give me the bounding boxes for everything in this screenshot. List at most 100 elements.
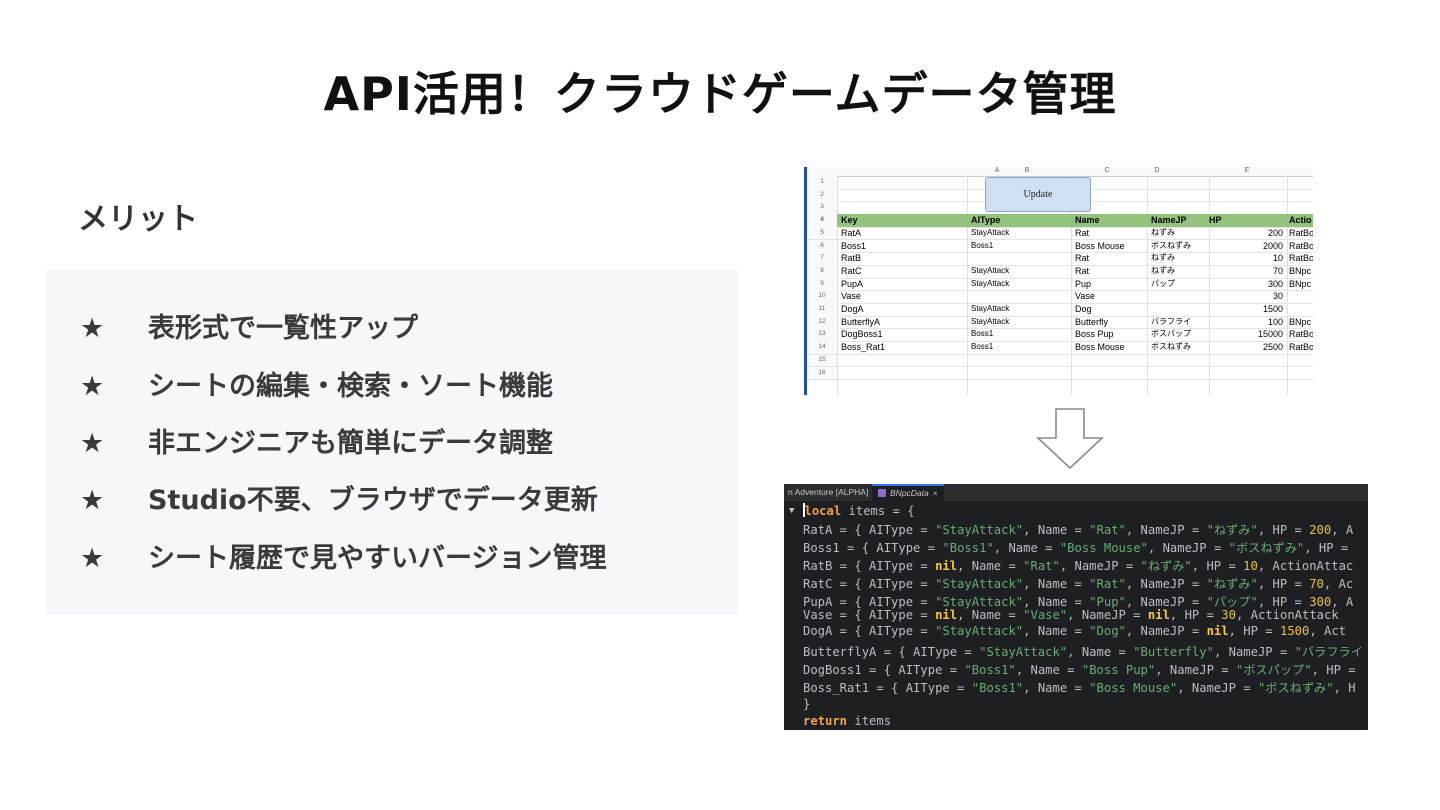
benefit-item: ★表形式で一覧性アップ: [80, 306, 418, 345]
column-header-cell[interactable]: Actio: [1289, 215, 1312, 226]
table-cell[interactable]: Vase: [1075, 291, 1095, 302]
fold-icon[interactable]: ▼: [789, 506, 795, 516]
table-cell[interactable]: DogBoss1: [841, 329, 883, 340]
table-cell[interactable]: BNpc: [1289, 316, 1312, 327]
table-cell[interactable]: ねずみ: [1151, 265, 1175, 275]
slide-title: API活用！クラウドゲームデータ管理: [323, 67, 1117, 121]
table-cell[interactable]: Boss1: [971, 329, 994, 339]
table-cell[interactable]: ボスパップ: [1151, 329, 1191, 339]
table-cell[interactable]: DogA: [841, 304, 864, 314]
update-button[interactable]: Update: [985, 177, 1091, 212]
row-number[interactable]: 6: [807, 239, 837, 253]
code-line: Vase = { AIType = nil, Name = "Vase", Na…: [803, 608, 1339, 622]
table-cell[interactable]: PupA: [841, 278, 864, 289]
table-cell[interactable]: RatA: [841, 227, 862, 238]
table-cell[interactable]: Boss Pup: [1075, 329, 1114, 340]
column-header-cell[interactable]: Key: [841, 215, 858, 226]
table-cell[interactable]: 200: [1267, 227, 1283, 238]
table-cell[interactable]: ボスねずみ: [1151, 342, 1191, 352]
table-cell[interactable]: BNpc: [1289, 265, 1312, 276]
table-cell[interactable]: 100: [1267, 316, 1283, 327]
table-cell[interactable]: StayAttack: [971, 227, 1010, 237]
column-header-cell[interactable]: NameJP: [1151, 215, 1187, 226]
table-cell[interactable]: ButterflyA: [841, 316, 881, 327]
table-cell[interactable]: ボスねずみ: [1151, 240, 1191, 250]
table-cell[interactable]: Boss Mouse: [1075, 342, 1125, 353]
row-number[interactable]: 10: [807, 290, 837, 303]
table-cell[interactable]: 70: [1272, 265, 1283, 276]
table-cell[interactable]: Rat: [1075, 227, 1090, 238]
table-cell[interactable]: 10: [1272, 253, 1283, 264]
row-number[interactable]: 16: [807, 366, 837, 380]
table-cell[interactable]: 2000: [1262, 240, 1283, 251]
row-number[interactable]: 15: [807, 353, 837, 367]
table-cell[interactable]: 300: [1267, 278, 1283, 289]
table-cell[interactable]: RatBo: [1289, 227, 1313, 238]
column-letter[interactable]: A: [994, 167, 1000, 174]
table-cell[interactable]: Boss1: [971, 342, 994, 352]
row-number[interactable]: 4: [807, 214, 837, 227]
row-number[interactable]: 13: [807, 328, 837, 342]
table-cell[interactable]: Pup: [1075, 278, 1092, 289]
table-cell[interactable]: 1500: [1262, 304, 1283, 314]
table-cell[interactable]: RatBo: [1289, 342, 1313, 353]
column-letter[interactable]: B: [1024, 167, 1030, 174]
table-cell[interactable]: バラフライ: [1151, 316, 1191, 326]
table-cell[interactable]: Boss Mouse: [1075, 240, 1125, 251]
table-cell[interactable]: 30: [1272, 291, 1283, 302]
benefit-text: Studio不要、ブラウザでデータ更新: [148, 485, 598, 516]
table-cell[interactable]: RatC: [841, 265, 862, 276]
table-row: 12 ButterflyA StayAttack Butterfly バラフライ 100 B…: [807, 315, 1313, 330]
table-cell[interactable]: Dog: [1075, 304, 1092, 314]
table-cell[interactable]: RatB: [841, 253, 862, 264]
close-icon[interactable]: ×: [932, 488, 938, 498]
row-number[interactable]: 1: [807, 176, 837, 189]
table-cell[interactable]: Boss1: [971, 240, 994, 250]
row-number[interactable]: 7: [807, 252, 837, 265]
row-number[interactable]: 11: [807, 303, 837, 316]
table-cell[interactable]: RatBo: [1289, 253, 1313, 264]
table-cell[interactable]: Rat: [1075, 265, 1090, 276]
benefit-item: ★シート履歴で見やすいバージョン管理: [80, 536, 606, 575]
table-cell[interactable]: Boss_Rat1: [841, 342, 886, 353]
table-cell[interactable]: BNpc: [1289, 278, 1312, 289]
column-header-cell[interactable]: HP: [1209, 215, 1222, 226]
table-cell[interactable]: StayAttack: [971, 265, 1010, 275]
table-row: 7 RatB Rat ねずみ 10 RatBo: [807, 252, 1313, 266]
row-number[interactable]: 8: [807, 264, 837, 278]
table-cell[interactable]: StayAttack: [971, 278, 1010, 288]
table-cell[interactable]: ねずみ: [1151, 227, 1175, 237]
code-line: RatB = { AIType = nil, Name = "Rat", Nam…: [803, 559, 1354, 573]
column-letter[interactable]: E: [1244, 167, 1250, 174]
column-header-cell[interactable]: Name: [1075, 215, 1100, 226]
table-cell[interactable]: StayAttack: [971, 304, 1010, 313]
table-cell[interactable]: ねずみ: [1151, 253, 1175, 263]
table-cell[interactable]: Butterfly: [1075, 316, 1109, 327]
column-letter[interactable]: C: [1104, 167, 1110, 174]
benefit-item: ★シートの編集・検索・ソート機能: [80, 364, 553, 403]
row-number[interactable]: 3: [807, 201, 837, 215]
star-icon: ★: [80, 371, 105, 402]
star-icon: ★: [80, 485, 105, 516]
row-number[interactable]: 14: [807, 341, 837, 354]
table-cell[interactable]: StayAttack: [971, 316, 1010, 326]
row-number[interactable]: 12: [807, 315, 837, 329]
row-number[interactable]: 2: [807, 188, 837, 202]
table-cell[interactable]: Vase: [841, 291, 861, 302]
table-cell[interactable]: Rat: [1075, 253, 1090, 264]
column-letter[interactable]: D: [1154, 167, 1160, 174]
tab-adventure[interactable]: n Adventure [ALPHA]×: [784, 484, 881, 501]
table-cell[interactable]: RatBo: [1289, 329, 1313, 340]
table-cell[interactable]: 15000: [1257, 329, 1283, 340]
table-cell[interactable]: Boss1: [841, 240, 867, 251]
tab-bnpcdata[interactable]: BNpcData×: [872, 484, 944, 501]
code-line: Boss1 = { AIType = "Boss1", Name = "Boss…: [803, 541, 1356, 555]
column-header-cell[interactable]: AIType: [971, 215, 1001, 226]
table-cell[interactable]: RatBo: [1289, 240, 1313, 251]
table-row: 10 Vase Vase 30: [807, 290, 1313, 304]
star-icon: ★: [80, 428, 105, 459]
table-cell[interactable]: 2500: [1262, 342, 1283, 353]
table-cell[interactable]: パップ: [1151, 278, 1175, 288]
row-number[interactable]: 5: [807, 226, 837, 240]
row-number[interactable]: 9: [807, 277, 837, 291]
